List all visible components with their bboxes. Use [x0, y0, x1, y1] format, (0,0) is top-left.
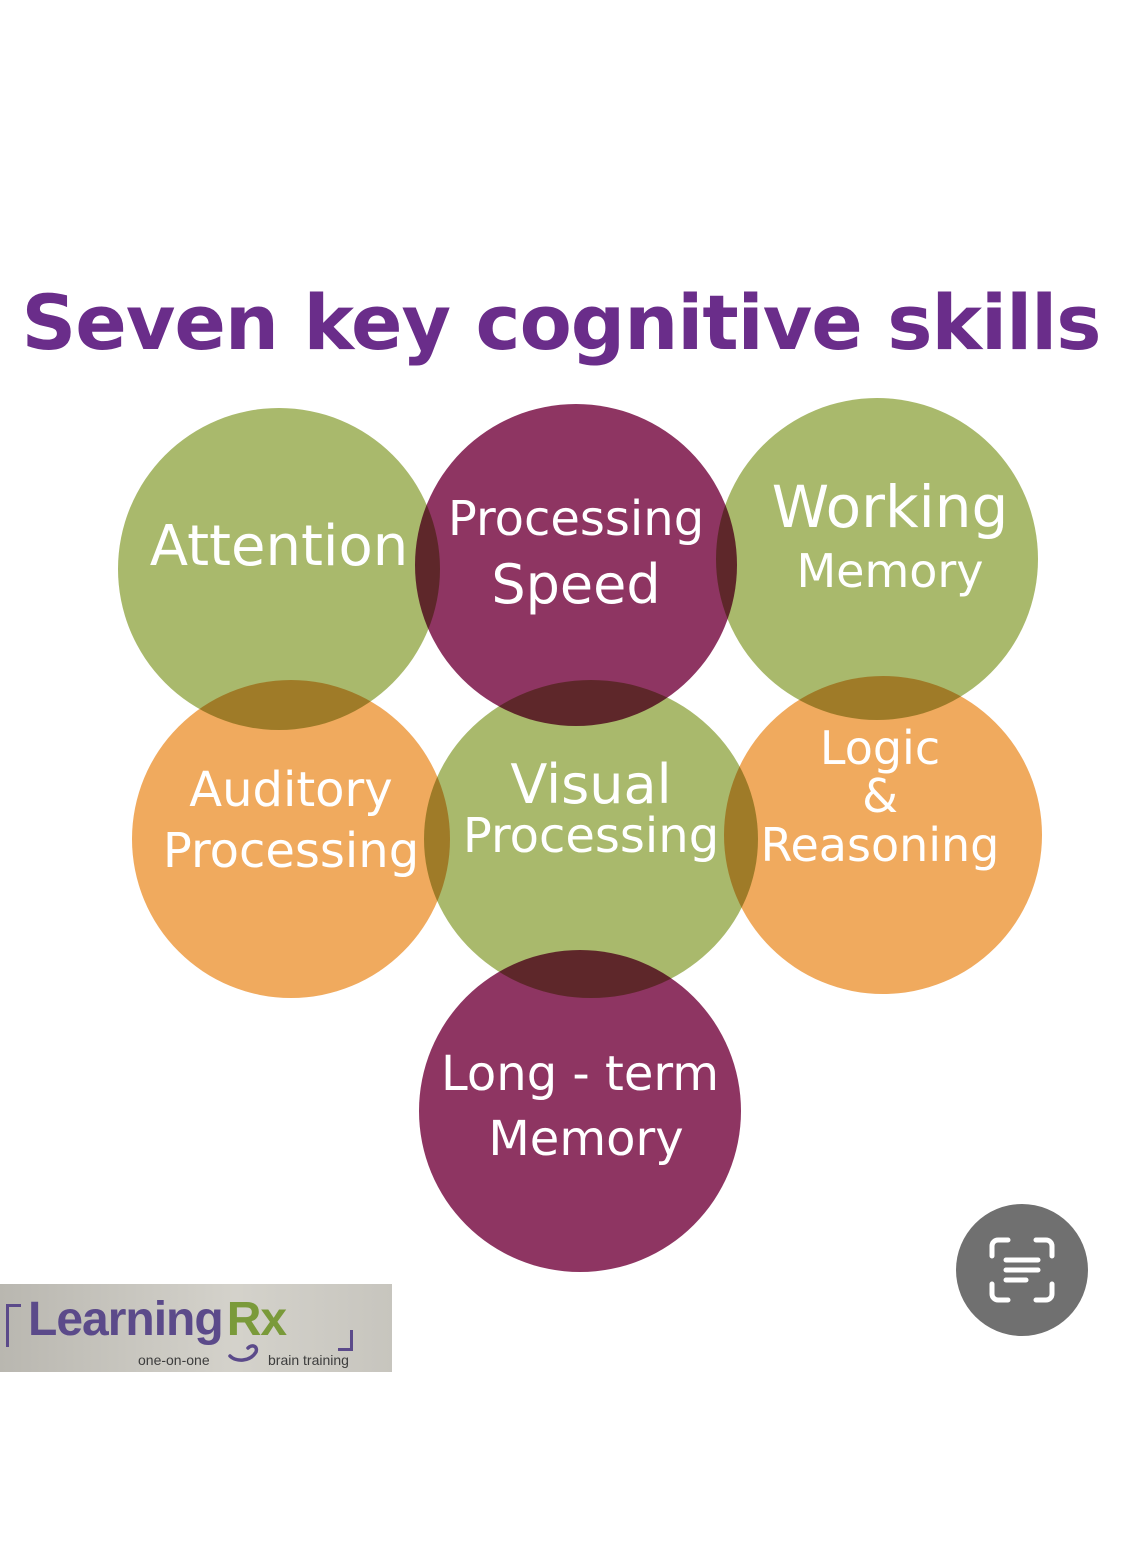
- logo-tagline-left: one-on-one: [138, 1352, 210, 1368]
- logo-bracket-right: [338, 1330, 353, 1351]
- text-scan-icon: [989, 1237, 1055, 1303]
- circle-auditory-processing: [132, 680, 450, 998]
- circle-attention: [118, 408, 440, 730]
- skill-label-visual-processing: Visual Processing: [462, 753, 720, 864]
- logo-wordmark: LearningRx: [28, 1292, 287, 1347]
- skill-label-attention: Attention: [149, 514, 409, 579]
- logo-tagline-right: brain training: [268, 1352, 349, 1368]
- page-title: Seven key cognitive skills: [21, 278, 1102, 367]
- circle-logic-reasoning: [724, 676, 1042, 994]
- skill-label-working-memory: Working Memory: [771, 473, 1009, 598]
- logo-word-rx: Rx: [226, 1293, 287, 1346]
- circle-visual-processing: [424, 680, 758, 998]
- circle-processing-speed: [415, 404, 737, 726]
- skill-label-auditory-processing: Auditory Processing: [162, 762, 420, 880]
- circle-working-memory: [716, 398, 1038, 720]
- learningrx-logo: LearningRx one-on-one brain training: [0, 1284, 392, 1372]
- skill-label-processing-speed: Processing Speed: [447, 491, 705, 617]
- skill-label-logic-reasoning: Logic & Reasoning: [760, 721, 1000, 872]
- logo-swirl-icon: [228, 1344, 259, 1362]
- logo-bracket-left: [6, 1304, 21, 1347]
- skill-label-long-term-memory: Long - term Memory: [441, 1046, 719, 1167]
- text-scan-button[interactable]: [956, 1204, 1088, 1336]
- circle-long-term-memory: [419, 950, 741, 1272]
- logo-word-learning: Learning: [28, 1293, 224, 1346]
